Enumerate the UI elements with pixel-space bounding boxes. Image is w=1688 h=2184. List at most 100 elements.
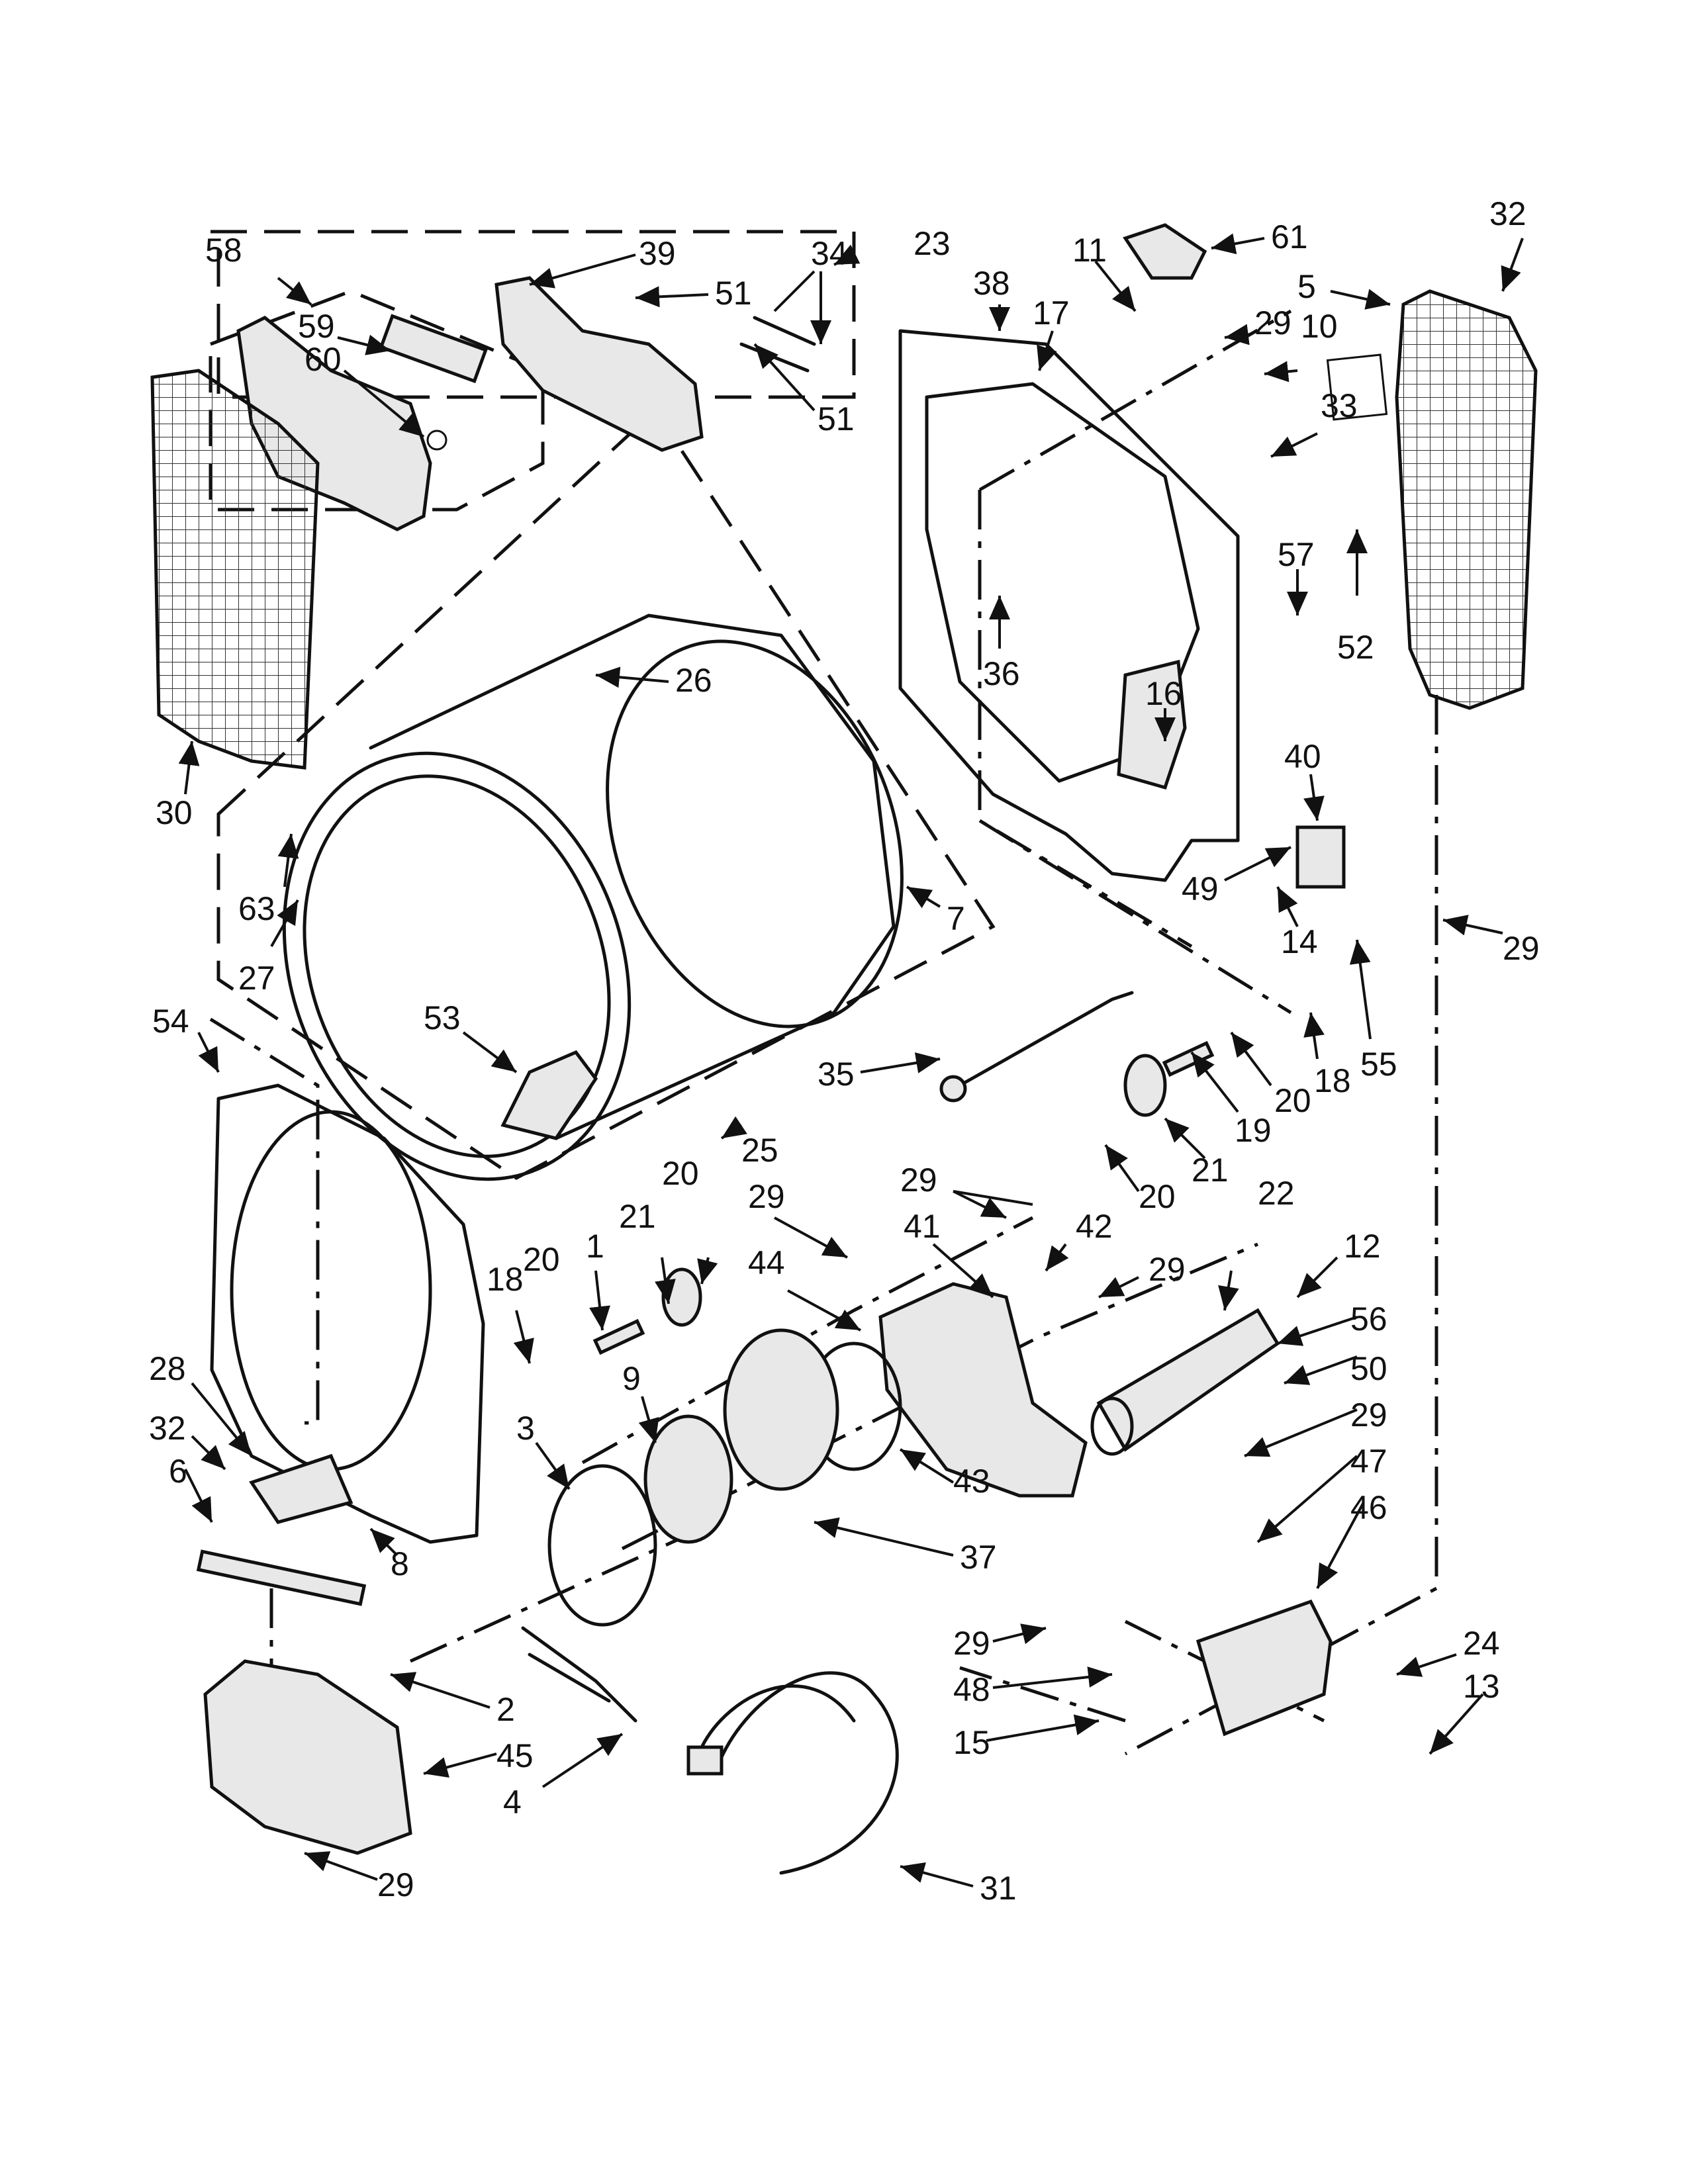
inner-panel-box <box>209 289 545 512</box>
heater-tube-22 <box>1096 1308 1280 1452</box>
callout-20-mid: 20 <box>1139 1178 1176 1215</box>
callout-4: 4 <box>503 1784 522 1821</box>
callout-45: 45 <box>496 1737 534 1774</box>
callout-21-left: 21 <box>619 1198 656 1235</box>
harness-plug <box>686 1745 724 1776</box>
callout-7: 7 <box>947 900 965 937</box>
callout-29-right: 29 <box>1503 930 1540 967</box>
callout-34: 34 <box>811 235 848 272</box>
callout-29-lower: 29 <box>1350 1396 1387 1433</box>
callout-5: 5 <box>1297 268 1316 305</box>
callout-26: 26 <box>675 662 712 699</box>
callout-42: 42 <box>1076 1208 1113 1245</box>
upper-lint-duct-part <box>494 276 704 452</box>
drum-roller-21-rear <box>1123 1054 1167 1117</box>
rear-bracket-part-16 <box>1117 659 1187 790</box>
callout-38: 38 <box>973 265 1010 302</box>
callout-13: 13 <box>1463 1668 1500 1705</box>
rear-bulkhead-panel <box>898 329 1240 882</box>
callout-46: 46 <box>1350 1489 1387 1526</box>
callout-31: 31 <box>980 1870 1017 1907</box>
sensor-lead-35 <box>958 991 1134 1087</box>
front-bulkhead-opening <box>230 1110 432 1471</box>
callout-32-top: 32 <box>1489 195 1526 232</box>
callout-21-right: 21 <box>1192 1152 1229 1189</box>
top-left-group-box <box>211 230 856 399</box>
callout-3: 3 <box>516 1410 535 1447</box>
callout-39: 39 <box>639 235 676 272</box>
callout-20-top: 20 <box>523 1241 560 1278</box>
rear-panel-axis <box>978 309 1292 1015</box>
wire-harness-4 <box>521 1626 637 1723</box>
callout-23: 23 <box>914 225 951 262</box>
seal-ring-3 <box>547 1464 657 1627</box>
callout-60: 60 <box>305 341 342 378</box>
callout-51-bottom: 51 <box>818 400 855 437</box>
callout-63: 63 <box>238 890 275 927</box>
callout-28: 28 <box>149 1350 186 1387</box>
lint-sensor-clip <box>426 430 447 451</box>
callout-16: 16 <box>1145 675 1182 712</box>
callout-57: 57 <box>1278 536 1315 573</box>
callout-53: 53 <box>424 999 461 1036</box>
callout-17: 17 <box>1033 295 1070 332</box>
callout-18-left: 18 <box>487 1261 524 1298</box>
callout-54: 54 <box>152 1003 189 1040</box>
callout-30: 30 <box>156 794 193 831</box>
water-valve-40 <box>1295 825 1346 889</box>
callout-33: 33 <box>1321 387 1358 424</box>
callout-52: 52 <box>1337 629 1374 666</box>
callout-47: 47 <box>1350 1443 1387 1480</box>
callout-29-bottom-mid: 29 <box>953 1625 990 1662</box>
callout-labels: 58 39 34 23 11 61 32 38 17 5 51 59 60 51… <box>149 195 1540 1907</box>
callout-51-top: 51 <box>715 275 752 312</box>
callout-14: 14 <box>1281 923 1318 960</box>
lower-axis <box>409 1527 1325 1723</box>
callout-19: 19 <box>1235 1112 1272 1149</box>
callout-56: 56 <box>1350 1300 1387 1338</box>
callout-29-heater: 29 <box>1149 1251 1186 1288</box>
callout-59: 59 <box>298 308 335 345</box>
inlet-hose-61 <box>1123 223 1207 280</box>
callout-61: 61 <box>1271 218 1308 255</box>
duct-seal-strips <box>739 316 816 373</box>
callout-50: 50 <box>1350 1350 1387 1387</box>
right-axis <box>1124 695 1438 1756</box>
callout-44: 44 <box>748 1244 785 1281</box>
blower-plate-9 <box>643 1414 733 1544</box>
callout-2: 2 <box>496 1691 515 1728</box>
callout-49: 49 <box>1182 870 1219 907</box>
drum-baffle <box>500 1050 598 1140</box>
front-duct-part <box>203 1659 412 1855</box>
callout-29-top: 29 <box>1254 304 1291 341</box>
front-bulkhead-panel <box>210 1083 485 1544</box>
callout-24: 24 <box>1463 1625 1500 1662</box>
drum-rear-rim <box>606 639 904 1028</box>
callout-36: 36 <box>983 655 1020 692</box>
callout-37: 37 <box>960 1539 997 1576</box>
drum-box <box>216 408 996 1180</box>
callout-48: 48 <box>953 1671 990 1708</box>
leader-lines <box>178 233 1524 1888</box>
part-drawings <box>150 223 1538 1875</box>
callout-22: 22 <box>1258 1175 1295 1212</box>
callout-27: 27 <box>238 960 275 997</box>
callout-11: 11 <box>1072 232 1107 269</box>
callout-12: 12 <box>1344 1228 1381 1265</box>
lint-sensor-plate <box>379 314 488 384</box>
callout-20-right: 20 <box>1274 1082 1311 1119</box>
drum-front-rim <box>282 751 632 1181</box>
callout-29-bottom-left: 29 <box>377 1866 414 1903</box>
callout-20-left: 20 <box>662 1155 699 1192</box>
callout-9: 9 <box>622 1360 641 1397</box>
callout-43: 43 <box>953 1463 990 1500</box>
callout-29-left: 29 <box>748 1178 785 1215</box>
label-52 <box>1326 353 1388 421</box>
sensor-35 <box>939 1075 967 1103</box>
roller-shaft-1 <box>592 1318 645 1355</box>
heater-housing-46 <box>1196 1599 1333 1737</box>
front-bracket-part <box>196 1549 367 1606</box>
callout-35: 35 <box>818 1056 855 1093</box>
callout-29-mid: 29 <box>900 1161 937 1199</box>
